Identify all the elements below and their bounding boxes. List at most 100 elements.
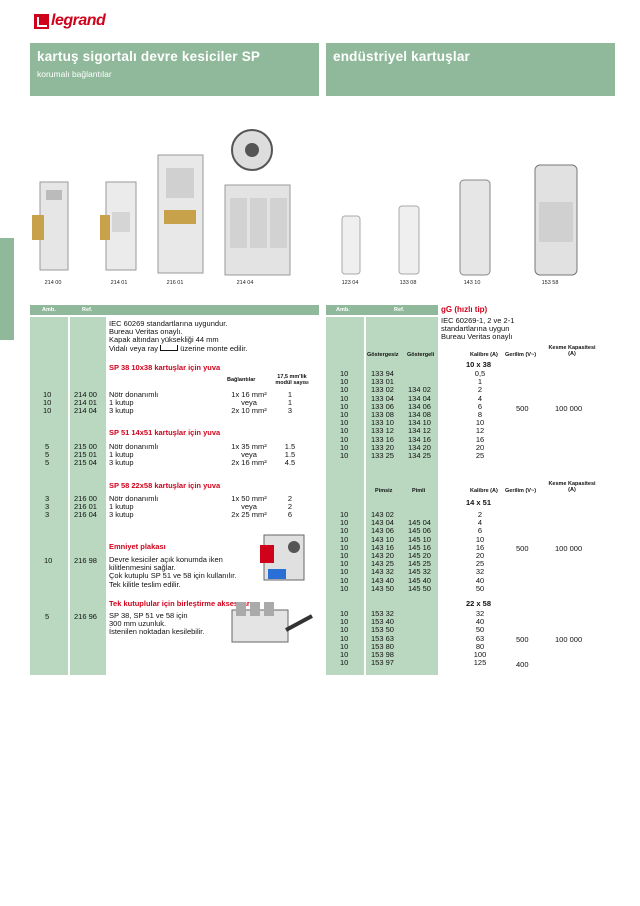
h-pimsiz: Pimsiz [375, 488, 393, 494]
safety-plate-ref: 216 98 [74, 556, 97, 565]
left-section-header: kartuş sigortalı devre kesiciler SP koru… [30, 43, 319, 96]
right-amb-column [326, 317, 364, 675]
s3-size: 22 x 58 [466, 599, 492, 608]
product-image-216-01 [157, 154, 204, 274]
brand-name: legrand [51, 12, 106, 29]
sp38-col-conn: Bağlantılar [227, 377, 256, 383]
s3-gerilim-400: 400 [516, 660, 529, 669]
s2-gerilim: 500 [516, 544, 529, 553]
safety-plate-amb: 10 [44, 556, 53, 565]
h2-kalibre: Kalibre (A) [470, 488, 498, 494]
s1-kesme: 100 000 [555, 404, 583, 413]
left-intro: IEC 60269 standartlarına uygundur. Burea… [109, 319, 248, 353]
h-kalibre: Kalibre (A) [470, 352, 498, 358]
busbar-title: Tek kutuplular için birleştirme aksesuar… [109, 599, 252, 608]
h-gerilim: Gerilim (V~) [505, 352, 537, 358]
left-col-amb: Amb. [42, 307, 56, 313]
caption-216-01: 216 01 [166, 280, 184, 286]
h2-gerilim: Gerilim (V~) [505, 488, 537, 494]
right-section-header: endüstriyel kartuşlar [326, 43, 615, 96]
side-tab [0, 238, 14, 340]
right-table-header: Amb. Ref. [326, 305, 438, 315]
sp38-col-mod: 17,5 mm'lik modül sayısı [275, 374, 309, 386]
left-amb-column [30, 317, 68, 675]
left-header-title: kartuş sigortalı devre kesiciler SP [37, 49, 261, 64]
caption-153-58: 153 58 [541, 280, 559, 286]
caption-123-04: 123 04 [341, 280, 359, 286]
s1-size: 10 x 38 [466, 360, 492, 369]
product-image-143-10 [459, 179, 491, 276]
h-kesme: Kesme Kapasitesi (A) [548, 345, 596, 357]
caption-214-01: 214 01 [110, 280, 128, 286]
product-photos [32, 129, 578, 276]
product-image-214-04 [224, 129, 291, 276]
s2-kesme: 100 000 [555, 544, 583, 553]
product-image-123-04 [341, 215, 361, 275]
caption-214-00: 214 00 [44, 280, 62, 286]
left-ref-column [70, 317, 106, 675]
product-image-133-08 [398, 205, 420, 275]
s3-kesme: 100 000 [555, 635, 583, 644]
s2-size: 14 x 51 [466, 498, 492, 507]
safety-plate-title: Emniyet plakası [109, 542, 166, 551]
gg-title: gG (hızlı tip) [441, 305, 488, 314]
right-ref-column [366, 317, 438, 675]
legrand-logo-icon [34, 13, 49, 29]
right-col-amb: Amb. [336, 307, 350, 313]
product-image-214-00 [32, 181, 69, 271]
sp51-title: SP 51 14x51 kartuşlar için yuva [109, 428, 221, 437]
product-image-214-01 [100, 181, 137, 271]
caption-143-10: 143 10 [463, 280, 481, 286]
s1-gerilim: 500 [516, 404, 529, 413]
left-col-ref: Ref. [82, 307, 93, 313]
s3-gerilim: 500 [516, 635, 529, 644]
busbar-image [231, 602, 313, 643]
right-col-ref: Ref. [394, 307, 405, 313]
busbar-ref: 216 96 [74, 612, 97, 621]
busbar-amb: 5 [45, 612, 50, 621]
caption-133-08: 133 08 [399, 280, 417, 286]
right-header-title: endüstriyel kartuşlar [333, 49, 471, 64]
left-table-header: Amb. Ref. [30, 305, 319, 315]
sp38-title: SP 38 10x38 kartuşlar için yuva [109, 363, 221, 372]
legrand-logo: legrand [34, 10, 106, 32]
left-header-subtitle: korumalı bağlantılar [37, 69, 112, 79]
sp58-title: SP 58 22x58 kartuşlar için yuva [109, 481, 221, 490]
h-gostergeli: Göstergeli [407, 352, 435, 358]
caption-214-04: 214 04 [236, 280, 254, 286]
product-image-153-58 [534, 164, 578, 276]
h-pimli: Pimli [412, 488, 426, 494]
safety-plate-image [260, 534, 305, 581]
h-gostergesiz: Göstergesiz [367, 352, 399, 358]
h2-kesme: Kesme Kapasitesi (A) [548, 481, 596, 493]
